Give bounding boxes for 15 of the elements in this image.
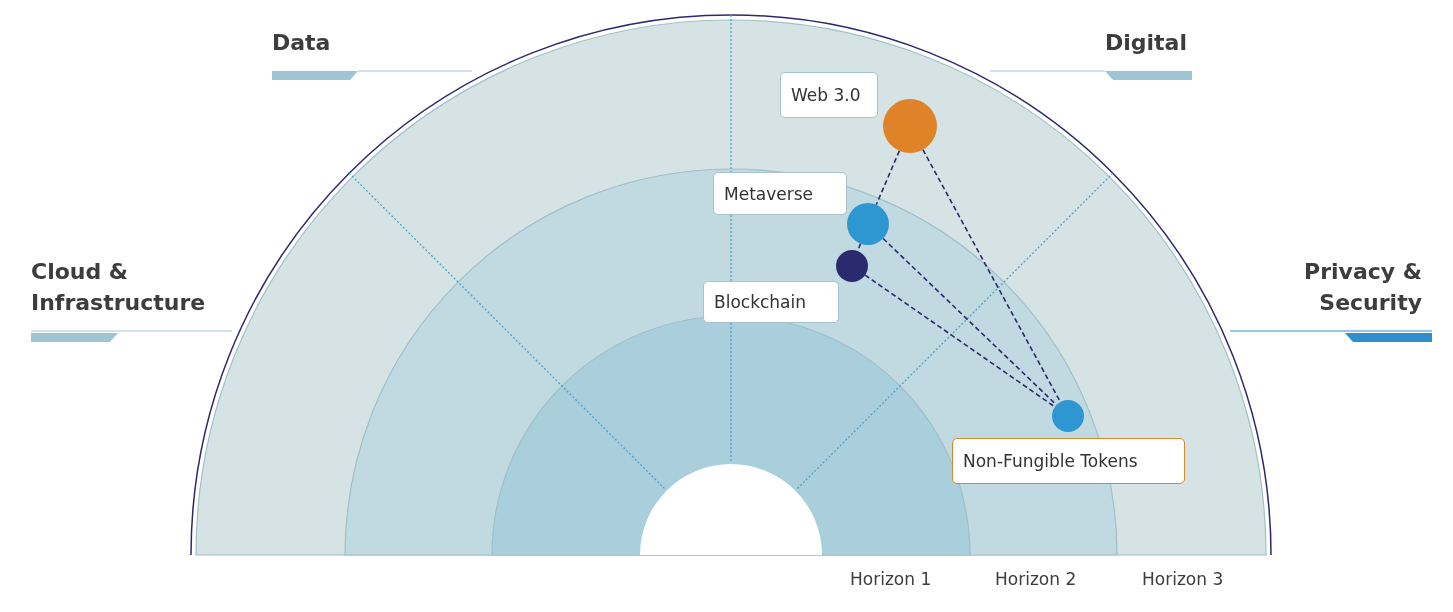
- connector-line: [856, 242, 862, 252]
- connector-line: [922, 148, 1062, 403]
- sector-label: Privacy & Security: [1303, 258, 1422, 317]
- horizon-label: Horizon 3: [1142, 568, 1224, 591]
- sector-label: Cloud & Infrastructure: [31, 258, 207, 317]
- horizon-label: Horizon 1: [850, 568, 932, 591]
- label-box: Metaverse: [713, 172, 847, 215]
- connector-line: [864, 274, 1056, 408]
- connector-line: [875, 150, 901, 206]
- sector-label: Digital: [1104, 29, 1187, 57]
- horizon-label: Horizon 2: [995, 568, 1077, 591]
- label-box: Non-Fungible Tokens: [952, 438, 1185, 484]
- label-box: Blockchain: [703, 281, 839, 323]
- label-box: Web 3.0: [780, 72, 878, 118]
- sector-label: Data: [272, 29, 331, 57]
